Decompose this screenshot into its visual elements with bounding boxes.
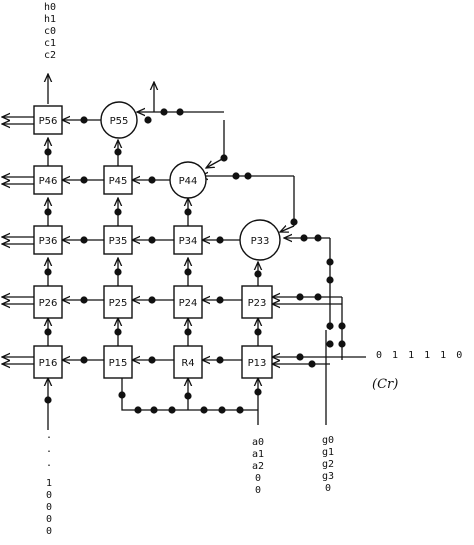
- input-g-value: g3: [322, 471, 334, 482]
- input-a-value: 0: [255, 485, 261, 496]
- input-a-value: a1: [252, 449, 264, 460]
- processor-p55: P55: [100, 101, 138, 139]
- input-g-column: g0 g1 g2 g3 0: [322, 435, 334, 494]
- input-left-value: .: [46, 444, 52, 455]
- processor-label: P16: [39, 358, 58, 369]
- input-g-value: g2: [322, 459, 334, 470]
- input-g-value: 0: [325, 483, 331, 494]
- processor-p33: P33: [239, 219, 281, 261]
- processor-p36: P36: [33, 225, 63, 255]
- cr-bit-stream: 0 1 1 1 1 0 ..: [376, 350, 474, 361]
- processor-p15: P15: [103, 345, 133, 379]
- input-a-value: a0: [252, 437, 264, 448]
- processor-label: P33: [251, 236, 270, 247]
- input-g-value: g0: [322, 435, 334, 446]
- output-label: c2: [44, 50, 56, 61]
- processor-p24: P24: [173, 285, 203, 319]
- processor-label: P56: [39, 116, 58, 127]
- input-left-value: 1: [46, 478, 52, 489]
- processor-p26: P26: [33, 285, 63, 319]
- input-a-value: a2: [252, 461, 264, 472]
- processor-label: P13: [248, 358, 267, 369]
- processor-label: P23: [248, 298, 267, 309]
- cr-label: (Cr): [372, 377, 398, 392]
- processor-label: R4: [181, 358, 194, 369]
- processor-p35: P35: [103, 225, 133, 255]
- processor-p46: P46: [33, 165, 63, 195]
- processor-label: P24: [179, 298, 198, 309]
- input-left-value: 0: [46, 526, 52, 537]
- processor-label: P55: [110, 116, 129, 127]
- processor-p13: P13: [241, 345, 273, 379]
- processor-label: P25: [109, 298, 128, 309]
- output-labels: h0 h1 c0 c1 c2: [44, 2, 56, 61]
- processor-p44: P44: [169, 161, 207, 199]
- processor-label: P35: [109, 236, 128, 247]
- processor-label: P34: [179, 236, 198, 247]
- output-label: h0: [44, 2, 56, 13]
- processor-label: P45: [109, 176, 128, 187]
- input-a-column: a0 a1 a2 0 0: [252, 437, 264, 496]
- processor-p16: P16: [33, 345, 63, 379]
- processor-p23: P23: [241, 285, 273, 319]
- processor-p25: P25: [103, 285, 133, 319]
- processor-p14: R4: [173, 345, 203, 379]
- processor-p45: P45: [103, 165, 133, 195]
- processor-p34: P34: [173, 225, 203, 255]
- input-left-value: .: [46, 458, 52, 469]
- processor-label: P44: [179, 176, 198, 187]
- processor-label: P15: [109, 358, 128, 369]
- input-left-column: . . . 1 0 0 0 0: [46, 430, 52, 537]
- output-label: c0: [44, 26, 56, 37]
- processor-label: P26: [39, 298, 58, 309]
- input-left-value: .: [46, 430, 52, 441]
- processor-label: P36: [39, 236, 58, 247]
- input-left-value: 0: [46, 502, 52, 513]
- input-g-value: g1: [322, 447, 334, 458]
- output-label: c1: [44, 38, 56, 49]
- input-left-value: 0: [46, 490, 52, 501]
- processor-p56: P56: [33, 105, 63, 135]
- output-label: h1: [44, 14, 56, 25]
- input-a-value: 0: [255, 473, 261, 484]
- junction-dots: [44, 108, 346, 414]
- input-left-value: 0: [46, 514, 52, 525]
- processor-label: P46: [39, 176, 58, 187]
